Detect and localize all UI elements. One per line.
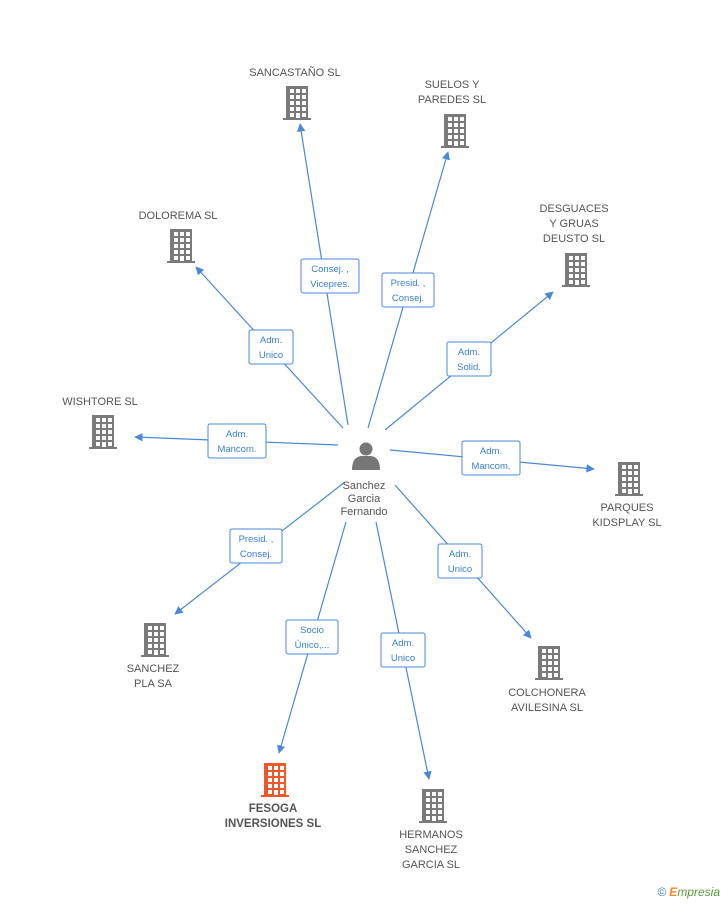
company-name-line: SANCASTAÑO SL (249, 66, 341, 79)
edge-label-line: Vicepres. (310, 279, 349, 290)
person-icon[interactable] (352, 442, 380, 471)
building-icon[interactable] (562, 253, 590, 287)
building-icon[interactable] (141, 623, 169, 657)
edge-parques: Adm. Mancom. (389, 440, 595, 476)
edge-label-line: Único,... (295, 640, 330, 651)
edge-label-wishtore[interactable]: Adm. Mancom. (207, 423, 267, 459)
edge-colchonera: Adm. Unico (394, 484, 532, 639)
edge-label-line: Solid. (457, 362, 481, 373)
edge-label-line: Adm. (226, 429, 248, 440)
edge-label-fesoga[interactable]: SocioÚnico,... (285, 619, 339, 655)
edge-label-line: Presid. , (239, 534, 274, 545)
edge-desguaces: Adm. Solid. (384, 291, 554, 431)
building-icon[interactable] (441, 114, 469, 148)
edge-label-line: Adm. (392, 638, 414, 649)
edge-label-line: Consej. (392, 293, 424, 304)
edge-label-line: Adm. (480, 446, 502, 457)
company-node-colchonera[interactable]: COLCHONERA AVILESINA SL (508, 646, 586, 714)
edge-label-desguaces[interactable]: Adm. Solid. (446, 341, 492, 377)
company-name-line: KIDSPLAY SL (592, 517, 661, 529)
edge-label-line: Adm. (260, 335, 282, 346)
building-icon[interactable] (167, 229, 195, 263)
company-name-line: SANCHEZ (127, 663, 180, 675)
edge-label-colchonera[interactable]: Adm. Unico (437, 543, 483, 579)
edge-sancastano: Consej. , Vicepres. (297, 123, 360, 426)
person-name-line: Fernando (340, 506, 387, 518)
brand-initial: E (669, 885, 678, 899)
company-name-line: DESGUACES (539, 203, 608, 215)
building-icon[interactable] (615, 462, 643, 496)
copyright-icon: © (657, 885, 667, 899)
company-node-desguaces[interactable]: DESGUACES Y GRUAS DEUSTO SL (539, 203, 609, 287)
company-node-hermanos[interactable]: HERMANOS SANCHEZ GARCIA SL (399, 789, 463, 871)
building-icon[interactable] (261, 763, 289, 797)
company-name-line: FESOGA (249, 803, 298, 815)
edge-label-line: Consej. , (311, 264, 349, 275)
building-icon[interactable] (283, 86, 311, 120)
company-name-line: DOLOREMA SL (139, 210, 218, 222)
company-name-line: PARQUES (601, 502, 654, 514)
building-icon[interactable] (535, 646, 563, 680)
edge-label-line: Unico (448, 564, 472, 575)
edge-label-dolorema[interactable]: Adm. Unico (248, 329, 294, 365)
company-node-dolorema[interactable]: DOLOREMA SL (139, 210, 218, 263)
company-name-line: AVILESINA SL (511, 702, 583, 714)
company-name-line: Y GRUAS (549, 218, 598, 230)
company-node-sanchezpla[interactable]: SANCHEZ PLA SA (127, 623, 180, 690)
company-name-line: WISHTORE SL (62, 396, 138, 408)
company-name-line: SANCHEZ (405, 844, 458, 856)
company-node-fesoga[interactable]: FESOGA INVERSIONES SL (225, 763, 322, 830)
company-name-line: DEUSTO SL (543, 233, 605, 245)
company-name-line: COLCHONERA (508, 687, 586, 699)
edge-wishtore: Adm. Mancom. (134, 423, 339, 459)
edge-label-line: Socio (300, 625, 324, 636)
company-name-line: PAREDES SL (418, 94, 486, 106)
company-node-parques[interactable]: PARQUES KIDSPLAY SL (592, 462, 662, 529)
edge-label-line: Mancom. (217, 444, 256, 455)
edge-label-sancastano[interactable]: Consej. , Vicepres. (300, 258, 360, 294)
company-name-line: HERMANOS (399, 829, 463, 841)
edge-label-line: Presid. , (391, 278, 426, 289)
edge-suelos: Presid. , Consej. (367, 151, 450, 429)
edge-label-parques[interactable]: Adm. Mancom. (461, 440, 521, 476)
company-node-sancastano[interactable]: SANCASTAÑO SL (249, 66, 341, 120)
company-node-wishtore[interactable]: WISHTORE SL (62, 396, 138, 449)
company-name-line: PLA SA (134, 678, 173, 690)
edge-label-hermanos[interactable]: Adm. Unico (380, 632, 426, 668)
brand-logo: ©Empresia (657, 885, 720, 899)
edge-sanchezpla: Presid. , Consej. (174, 481, 346, 615)
person-name-line: Garcia (348, 493, 381, 505)
edge-dolorema: Adm. Unico (195, 266, 344, 429)
building-icon[interactable] (419, 789, 447, 823)
edge-label-line: Mancom. (471, 461, 510, 472)
company-name-line: INVERSIONES SL (225, 818, 322, 830)
edge-label-sanchezpla[interactable]: Presid. , Consej. (229, 528, 283, 564)
edge-label-suelos[interactable]: Presid. , Consej. (381, 272, 435, 308)
company-node-suelos[interactable]: SUELOS Y PAREDES SL (418, 79, 486, 148)
company-name-line: GARCIA SL (402, 859, 460, 871)
edge-fesoga: SocioÚnico,... (277, 521, 347, 754)
edge-hermanos: Adm. Unico (375, 521, 432, 780)
edge-label-line: Consej. (240, 549, 272, 560)
edge-label-line: Adm. (458, 347, 480, 358)
edge-label-line: Adm. (449, 549, 471, 560)
edge-label-line: Unico (259, 350, 283, 361)
building-icon[interactable] (89, 415, 117, 449)
person-name-line: Sanchez (343, 480, 386, 492)
company-name-line: SUELOS Y (425, 79, 480, 91)
brand-name: mpresia (677, 885, 720, 899)
edge-label-line: Unico (391, 653, 415, 664)
